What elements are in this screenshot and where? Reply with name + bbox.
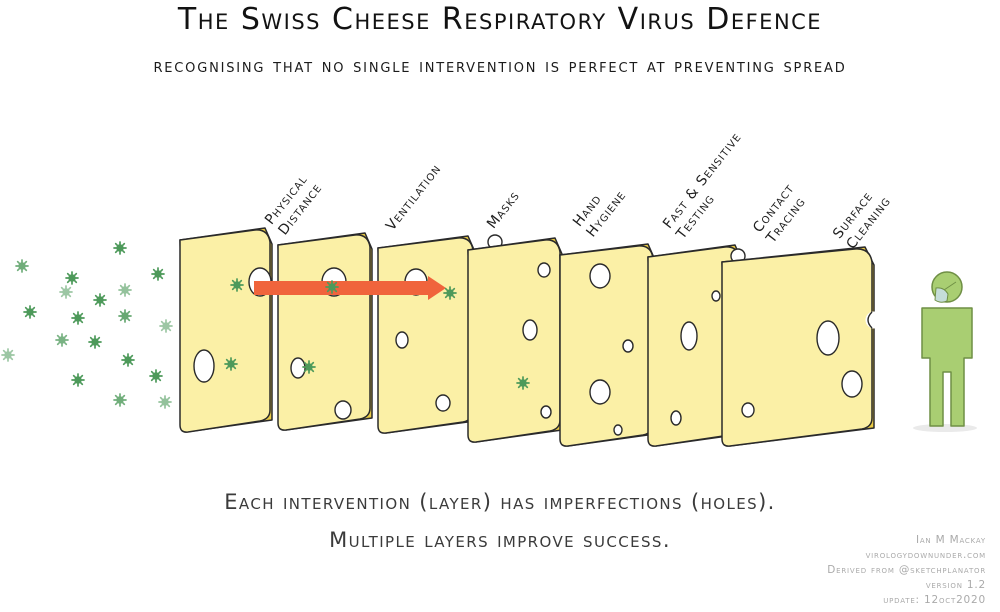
cheese-layer-surface-cleaning (721, 246, 883, 447)
virus-particle-icon (55, 333, 69, 347)
virus-cloud (1, 241, 173, 409)
virus-particle-icon (15, 259, 29, 273)
cheese-layer-ventilation (277, 232, 373, 431)
virus-particle-icon (325, 280, 339, 294)
virus-particle-icon (149, 369, 163, 383)
virus-particle-icon (88, 335, 102, 349)
cheese-layer-contact-tracing (647, 244, 746, 447)
credit-update: update: 12oct2020 (883, 594, 986, 606)
page-subtitle: recognising that no single intervention … (153, 55, 847, 77)
cheese-layer-hand-hygiene (467, 237, 563, 443)
virus-particle-icon (23, 305, 37, 319)
virus-particle-icon (158, 395, 172, 409)
credits: Ian M Mackay virologydownunder.com Deriv… (726, 533, 986, 608)
virus-particle-icon (93, 293, 107, 307)
cheese-layer-testing (559, 243, 656, 447)
credit-site: virologydownunder.com (865, 549, 986, 561)
virus-particle-icon (113, 393, 127, 407)
virus-particle-icon (71, 373, 85, 387)
virus-particle-icon (118, 283, 132, 297)
virus-particle-icon (118, 309, 132, 323)
caption-line-1: Each intervention (layer) has imperfecti… (224, 490, 776, 514)
credit-derived: Derived from @sketchplanator (827, 564, 986, 576)
credit-author: Ian M Mackay (915, 534, 986, 546)
caption-line-2: Multiple layers improve success. (329, 528, 671, 552)
virus-particle-icon (65, 271, 79, 285)
cheese-layer-physical-distance (179, 227, 273, 433)
virus-particle-icon (159, 319, 173, 333)
virus-particle-icon (121, 353, 135, 367)
virus-particle-icon (151, 267, 165, 281)
arrow-icon (254, 276, 446, 300)
face-mask-icon (934, 287, 949, 303)
virus-particle-icon (59, 285, 73, 299)
virus-particle-icon (113, 241, 127, 255)
virus-particle-icon (71, 311, 85, 325)
person-icon (913, 271, 977, 432)
credit-version: version 1.2 (925, 579, 986, 591)
virus-particle-icon (443, 286, 457, 300)
virus-particle-icon (1, 348, 15, 362)
page-title: The Swiss Cheese Respiratory Virus Defen… (177, 2, 823, 37)
